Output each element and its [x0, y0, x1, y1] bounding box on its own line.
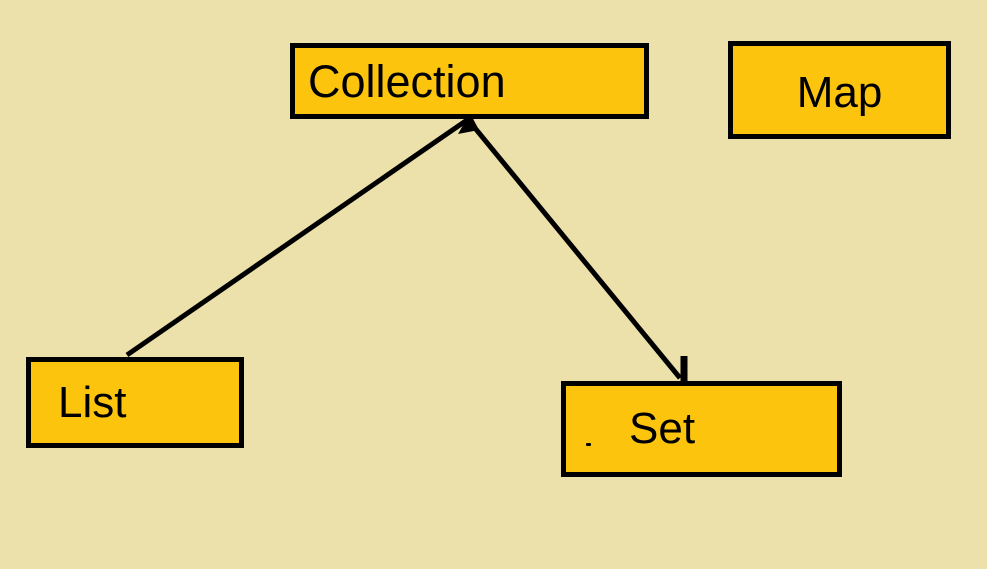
stray-ink-dot: [586, 443, 591, 446]
node-set-label: Set: [629, 404, 696, 453]
node-list[interactable]: List: [26, 357, 244, 448]
node-collection-label: Collection: [308, 55, 506, 107]
edge-collection-list: [125, 113, 479, 358]
node-collection[interactable]: Collection: [290, 43, 649, 119]
node-map[interactable]: Map: [728, 41, 951, 139]
node-set[interactable]: Set: [561, 381, 842, 477]
node-map-label: Map: [796, 68, 883, 117]
edge-collection-set: [468, 120, 688, 396]
node-list-label: List: [58, 377, 127, 427]
